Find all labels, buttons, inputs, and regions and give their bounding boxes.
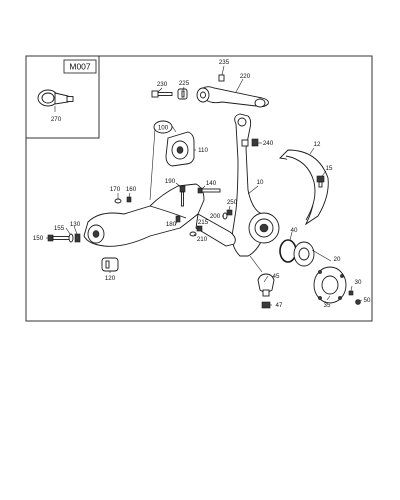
nut-47-icon (261, 301, 271, 309)
leader-50 (359, 299, 363, 302)
label-200: 200 (210, 213, 221, 220)
washer-210-icon (189, 231, 197, 237)
leader-210 (193, 233, 197, 237)
leader-40 (289, 231, 293, 241)
leader-knuckle-45 (249, 255, 263, 273)
bushing-110-icon (165, 131, 195, 167)
washer-170-icon (114, 198, 122, 204)
leader-15 (321, 170, 327, 177)
label-47: 47 (276, 302, 283, 309)
wheel-hub-icon (313, 266, 347, 304)
bolt-150-icon (47, 234, 72, 242)
leader-12 (309, 147, 315, 155)
label-160: 160 (126, 186, 137, 193)
nut-160-icon (126, 196, 132, 203)
label-155: 155 (54, 225, 65, 232)
leader-250 (228, 205, 231, 211)
label-110: 110 (198, 147, 208, 154)
nut-250-icon (226, 209, 233, 216)
hub-bearing-carrier-icon (248, 212, 280, 244)
bolt-180-icon (175, 215, 181, 223)
label-45: 45 (273, 273, 280, 280)
label-120: 120 (105, 275, 116, 282)
leader-130 (73, 225, 78, 235)
label-170: 170 (110, 186, 121, 193)
leader-160 (128, 192, 131, 198)
leader-10 (247, 185, 259, 195)
screw-30-icon (348, 290, 354, 296)
label-240: 240 (263, 140, 274, 147)
label-230: 230 (157, 81, 168, 88)
label-190: 190 (165, 178, 176, 185)
nut-235-icon (218, 74, 225, 82)
washer-155-icon (68, 233, 74, 243)
leader-180 (174, 221, 178, 226)
label-210: 210 (197, 236, 208, 243)
upper-control-arm-icon (196, 86, 269, 108)
label-15: 15 (326, 165, 333, 172)
label-50: 50 (364, 297, 371, 304)
inset-code: M007 (69, 62, 91, 72)
leader-30 (350, 285, 353, 292)
leader-155 (65, 227, 71, 235)
label-100: 100 (158, 125, 169, 132)
inset-box: M007 270 (25, 55, 100, 139)
label-250: 250 (227, 199, 238, 206)
ball-joint-45-icon (257, 273, 275, 297)
label-40: 40 (291, 227, 298, 234)
leader-230 (157, 87, 163, 93)
label-150: 150 (33, 235, 44, 242)
label-235: 235 (219, 59, 230, 66)
leader-35 (326, 295, 331, 301)
label-20: 20 (334, 256, 341, 263)
inset-frame (25, 55, 100, 139)
lower-control-arm-icon (83, 183, 236, 247)
label-140: 140 (206, 180, 217, 187)
nut-130-icon (74, 233, 81, 243)
nut-215-icon (196, 225, 203, 232)
label-215: 215 (198, 219, 209, 226)
label-220: 220 (240, 73, 251, 80)
nut-50-icon (355, 299, 361, 305)
leader-100-a (149, 128, 156, 201)
leader-100-b (171, 125, 177, 133)
bolt-240-icon (251, 138, 259, 147)
leader-140 (201, 185, 206, 190)
bolt-230-icon (151, 90, 173, 98)
callout-circle-100 (153, 120, 173, 134)
bushing-225-icon (177, 88, 188, 100)
leader-190 (175, 182, 182, 188)
label-35: 35 (324, 302, 331, 309)
brake-dust-shield-icon (279, 149, 329, 226)
wheel-bearing-icon (293, 241, 315, 267)
leader-220 (235, 78, 244, 93)
label-12: 12 (314, 141, 321, 148)
label-180: 180 (166, 221, 177, 228)
inset-code-box (63, 59, 97, 74)
label-270: 270 (51, 116, 62, 123)
snap-ring-icon (279, 239, 297, 263)
screw-15-icon (316, 175, 325, 188)
bolt-140-icon (197, 187, 221, 194)
leader-225 (182, 86, 185, 91)
leader-20 (311, 249, 332, 262)
label-225: 225 (179, 80, 190, 87)
diagram-frame (25, 55, 373, 322)
bushing-120-icon (101, 257, 119, 272)
label-10: 10 (257, 179, 264, 186)
ball-joint-270-icon (37, 89, 74, 107)
label-130: 130 (70, 221, 81, 228)
leader-235 (221, 65, 225, 76)
leader-215 (197, 225, 200, 229)
label-30: 30 (355, 279, 362, 286)
bolt-190-icon (179, 185, 186, 207)
leader-45 (263, 275, 269, 283)
